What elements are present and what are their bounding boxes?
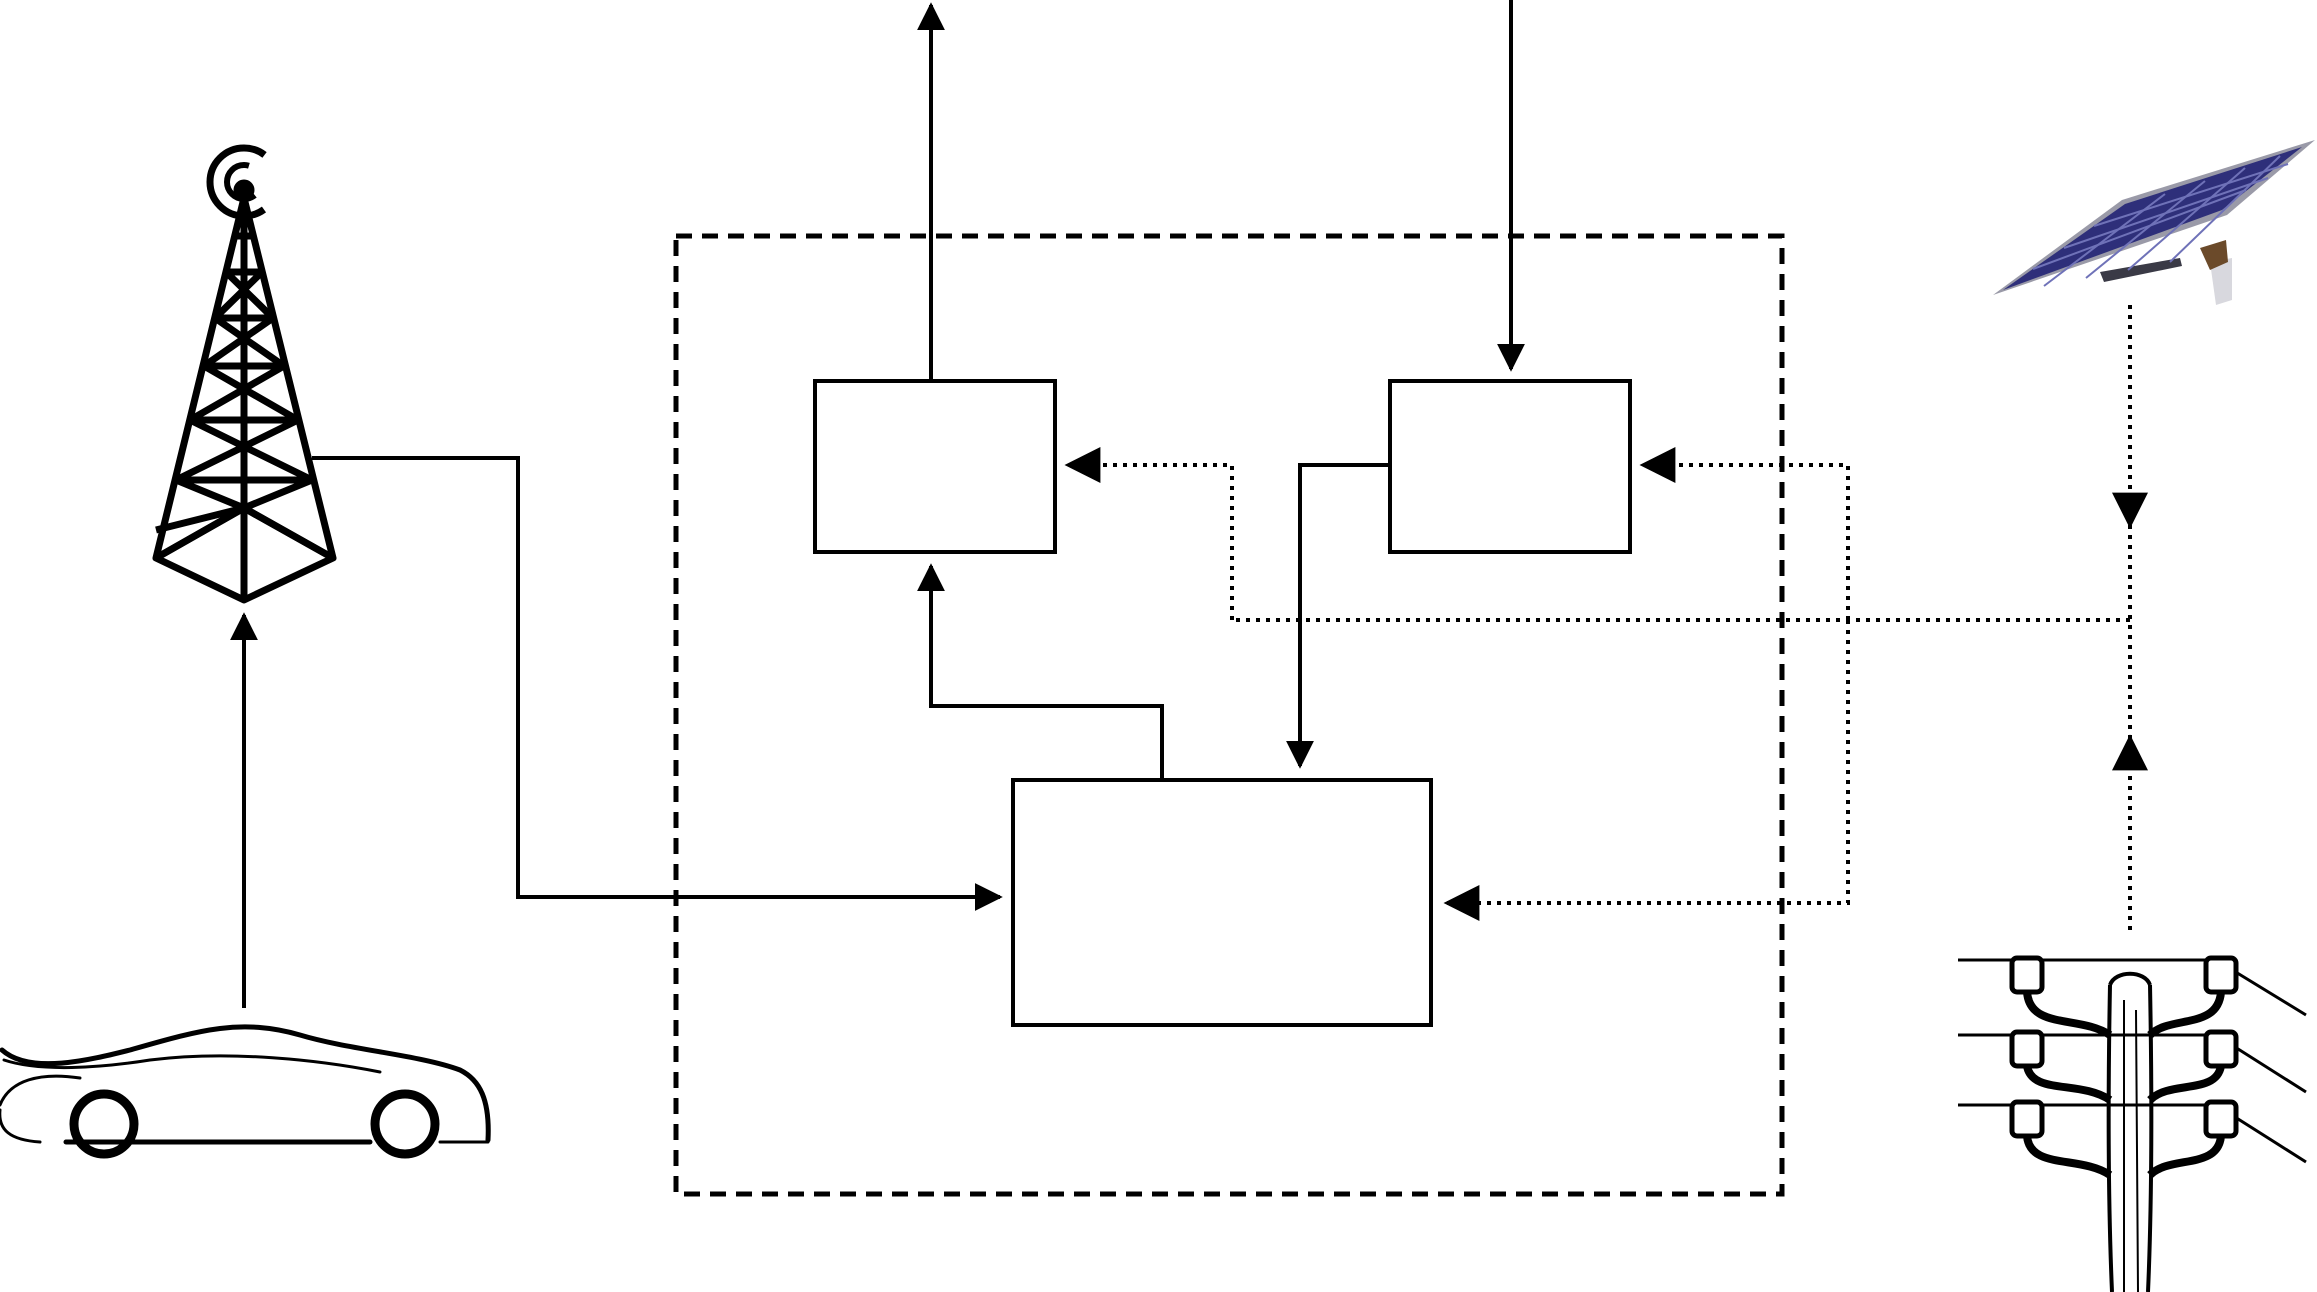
tower-to-lower-block-arrow xyxy=(312,456,1003,911)
antenna-tower-icon xyxy=(152,144,337,604)
bus-to-upper-left-block-arrow xyxy=(1064,447,1234,620)
lower-center-block xyxy=(1011,778,1433,1027)
bus-to-upper-right-block-arrow xyxy=(1639,447,1850,620)
upper-right-to-lower-block-arrow xyxy=(1286,463,1390,769)
utility-pole-icon xyxy=(1958,955,2307,1292)
car-icon xyxy=(0,1024,491,1159)
upper-right-block xyxy=(1388,379,1632,554)
system-boundary xyxy=(673,233,1785,1197)
lower-to-upper-left-block-arrow xyxy=(917,563,1164,780)
solar-panel-icon xyxy=(1993,140,2315,305)
upper-left-block xyxy=(813,379,1057,554)
bus-to-lower-block-arrow xyxy=(1443,620,1850,921)
